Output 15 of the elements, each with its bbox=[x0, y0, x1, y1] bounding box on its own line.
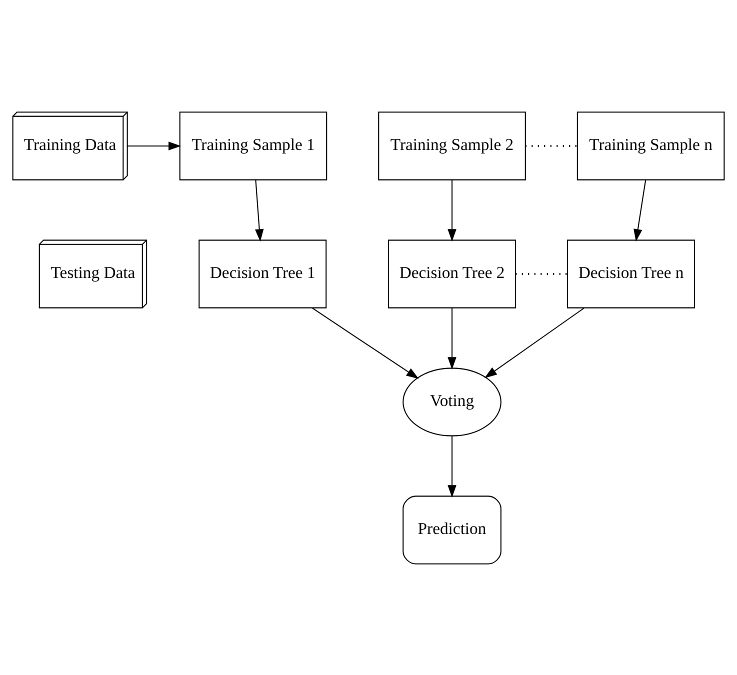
node-box: Training Sample n bbox=[576, 111, 725, 180]
arrow bbox=[634, 180, 646, 242]
node-box: Training Sample 1 bbox=[179, 111, 328, 180]
node-box: Decision Tree n bbox=[567, 239, 696, 308]
arrow bbox=[448, 436, 456, 498]
node-box: Prediction bbox=[402, 495, 502, 564]
node-box: Training Sample 2 bbox=[378, 111, 526, 180]
arrow bbox=[484, 307, 584, 378]
arrow bbox=[127, 141, 182, 150]
arrow bbox=[448, 308, 456, 370]
arrow bbox=[312, 307, 419, 378]
arrow bbox=[448, 180, 456, 242]
node-box: Decision Tree 1 bbox=[198, 239, 327, 308]
arrow bbox=[255, 180, 264, 242]
node-box: Decision Tree 2 bbox=[388, 239, 516, 308]
